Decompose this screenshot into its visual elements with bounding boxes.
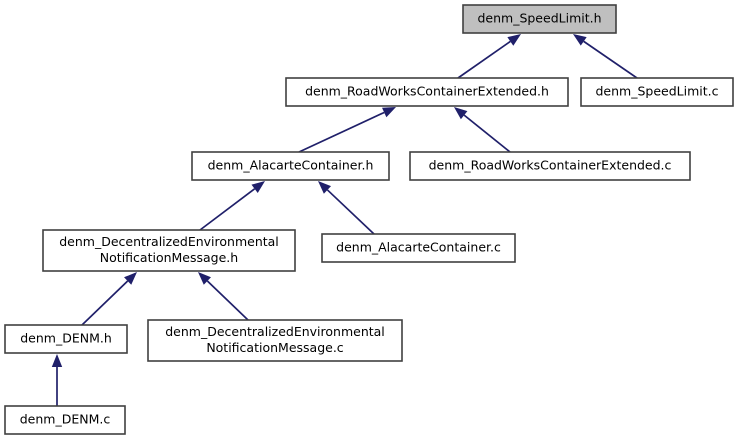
arrowhead-icon (198, 272, 211, 285)
node-link-denm_h[interactable] (5, 325, 127, 353)
edge-roadworks_h-to-speedlimit_h (457, 34, 521, 79)
arrowhead-icon (51, 354, 63, 367)
node-label: NotificationMessage.c (206, 340, 343, 355)
edge-denm_msg_h-to-alacarte_h (199, 181, 265, 231)
node-link-speedlimit_h[interactable] (463, 5, 616, 33)
node-roadworks_h[interactable]: denm_RoadWorksContainerExtended.h (285, 77, 569, 107)
node-label: denm_SpeedLimit.c (596, 84, 719, 99)
edge-line (326, 189, 375, 235)
edge-line (199, 188, 256, 231)
arrowhead-icon (382, 107, 396, 118)
edge-denm_msg_c-to-denm_msg_h (198, 272, 249, 321)
edge-line (81, 280, 129, 326)
node-label: denm_RoadWorksContainerExtended.h (305, 84, 549, 99)
node-denm_msg_c[interactable]: denm_DecentralizedEnvironmentalNotificat… (147, 319, 403, 362)
node-alacarte_c[interactable]: denm_AlacarteContainer.c (321, 233, 516, 263)
node-box[interactable] (580, 77, 734, 107)
arrowhead-icon (124, 272, 137, 285)
edge-line (457, 40, 511, 79)
node-label: denm_DENM.h (20, 331, 112, 346)
node-label: denm_DecentralizedEnvironmental (165, 324, 385, 339)
node-box[interactable] (4, 405, 126, 435)
node-box[interactable] (191, 151, 390, 181)
arrowhead-icon (318, 181, 332, 194)
node-box[interactable] (462, 4, 617, 34)
node-label: denm_DecentralizedEnvironmental (59, 234, 279, 249)
edge-denm_c-to-denm_h (51, 354, 63, 406)
node-box[interactable] (409, 151, 691, 181)
edge-denm_h-to-denm_msg_h (81, 272, 137, 326)
node-denm_h[interactable]: denm_DENM.h (4, 324, 128, 354)
node-alacarte_h[interactable]: denm_AlacarteContainer.h (191, 151, 390, 181)
arrowhead-icon (454, 107, 468, 120)
nodes-layer: denm_SpeedLimit.h denm_RoadWorksContainer… (4, 4, 734, 435)
node-speedlimit_c[interactable]: denm_SpeedLimit.c (580, 77, 734, 107)
node-denm_c[interactable]: denm_DENM.c (4, 405, 126, 435)
arrowhead-icon (507, 34, 521, 46)
node-link-speedlimit_c[interactable] (581, 78, 733, 106)
node-box[interactable] (285, 77, 569, 107)
node-link-roadworks_h[interactable] (286, 78, 568, 106)
edge-roadworks_c-to-roadworks_h (454, 107, 511, 153)
node-label: denm_AlacarteContainer.h (208, 158, 374, 173)
edge-speedlimit_c-to-speedlimit_h (573, 34, 638, 79)
node-link-alacarte_c[interactable] (322, 234, 515, 262)
node-label: NotificationMessage.h (100, 250, 238, 265)
node-roadworks_c[interactable]: denm_RoadWorksContainerExtended.c (409, 151, 691, 181)
edge-line (463, 114, 511, 153)
node-label: denm_RoadWorksContainerExtended.c (429, 158, 672, 173)
node-link-denm_msg_h[interactable] (43, 230, 295, 271)
arrowhead-icon (251, 181, 265, 193)
edge-line (206, 280, 249, 321)
node-link-denm_msg_c[interactable] (148, 320, 402, 361)
node-box[interactable] (42, 229, 296, 272)
arrowhead-icon (573, 34, 587, 46)
edge-alacarte_c-to-alacarte_h (318, 181, 375, 235)
node-link-roadworks_c[interactable] (410, 152, 690, 180)
node-box[interactable] (147, 319, 403, 362)
node-label: denm_DENM.c (20, 412, 111, 427)
node-speedlimit_h[interactable]: denm_SpeedLimit.h (462, 4, 617, 34)
node-denm_msg_h[interactable]: denm_DecentralizedEnvironmentalNotificat… (42, 229, 296, 272)
edge-alacarte_h-to-roadworks_h (298, 107, 396, 153)
node-label: denm_SpeedLimit.h (477, 11, 601, 26)
node-link-denm_c[interactable] (5, 406, 125, 434)
node-box[interactable] (321, 233, 516, 263)
edges-layer (51, 34, 638, 406)
node-label: denm_AlacarteContainer.c (336, 240, 501, 255)
node-box[interactable] (4, 324, 128, 354)
edge-line (298, 111, 385, 153)
node-link-alacarte_h[interactable] (192, 152, 389, 180)
edge-line (583, 40, 638, 79)
